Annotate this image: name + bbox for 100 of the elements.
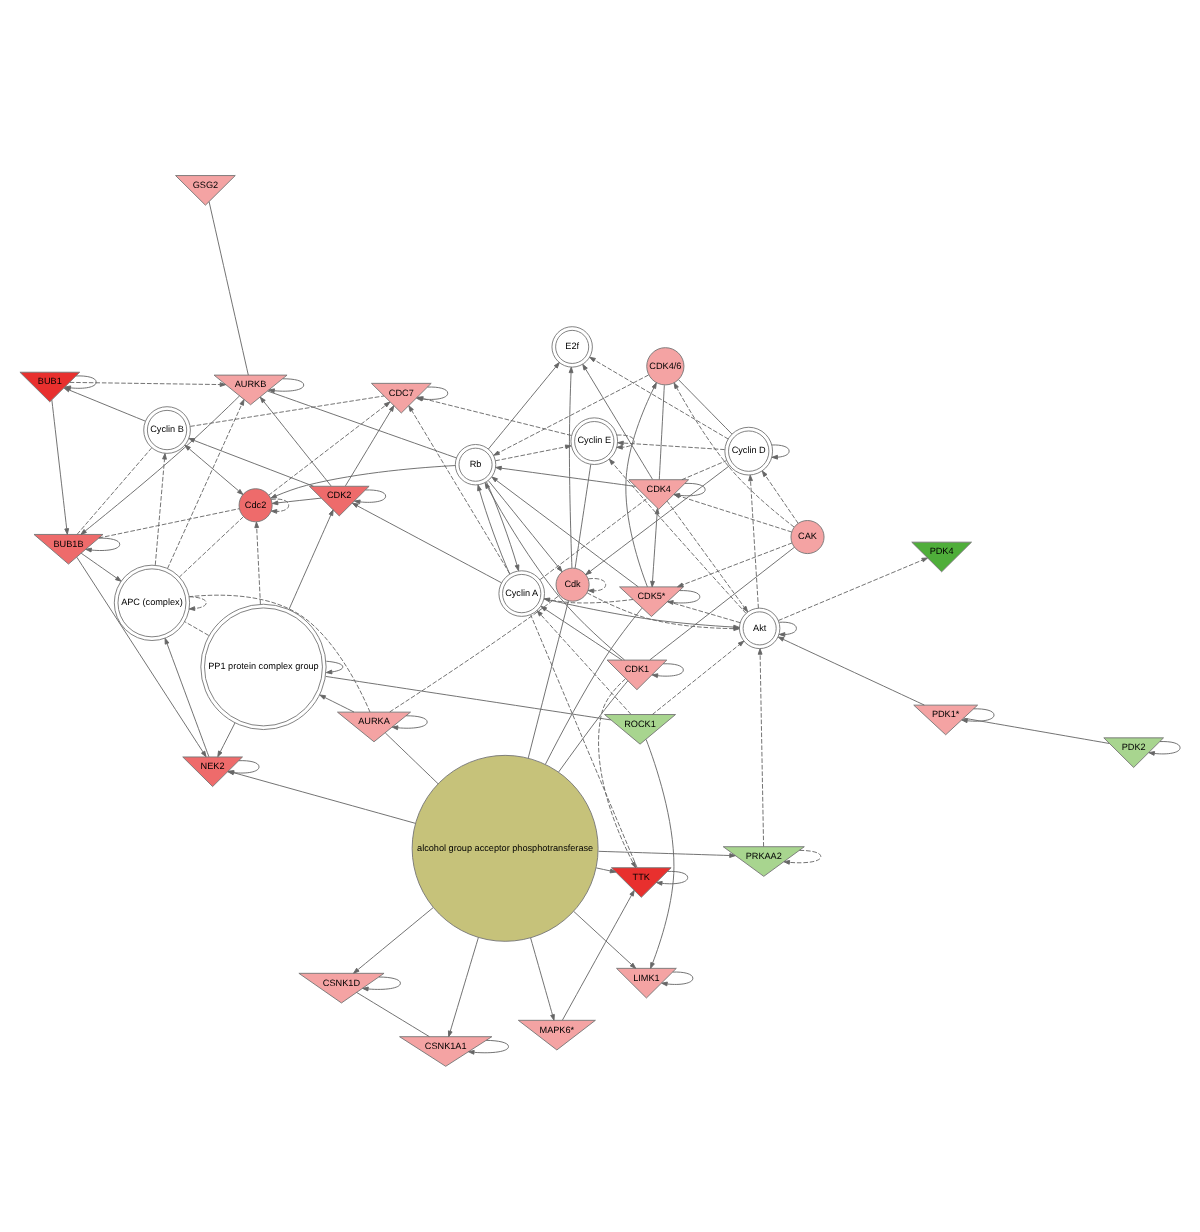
arrow [617, 440, 726, 451]
arrow [1148, 741, 1181, 756]
connector [963, 717, 1110, 744]
arrow [582, 363, 653, 480]
arrow [667, 590, 701, 605]
arrow [227, 770, 416, 824]
arrow [540, 605, 623, 661]
arrow [598, 678, 637, 869]
arrow [616, 434, 635, 450]
arrow [961, 708, 995, 724]
arrow [536, 610, 632, 715]
arrow [495, 465, 636, 487]
arrow [80, 552, 122, 582]
arrow [270, 465, 456, 499]
arrow [227, 760, 260, 775]
arrow [270, 498, 290, 514]
connector [356, 991, 430, 1038]
arrow [778, 621, 797, 637]
arrow [268, 401, 391, 496]
arrow [650, 507, 660, 588]
connector [558, 680, 629, 773]
arrow [351, 502, 502, 584]
connector [678, 379, 733, 435]
arrow [666, 500, 749, 613]
arrow [362, 976, 401, 992]
arrow [353, 907, 434, 974]
connector [658, 384, 665, 480]
arrow [494, 444, 572, 462]
arrow [488, 480, 563, 573]
connector [649, 546, 795, 661]
connector [178, 516, 244, 578]
arrow [188, 596, 207, 611]
arrow [757, 648, 765, 847]
connector [667, 601, 741, 624]
arrow [477, 484, 511, 575]
arrow [76, 556, 207, 758]
connector [574, 464, 592, 569]
arrow [656, 870, 689, 886]
arrow [271, 497, 322, 506]
connector [539, 497, 648, 580]
arrow [493, 374, 649, 456]
arrow [585, 465, 730, 576]
arrow [573, 910, 637, 969]
connector [544, 607, 643, 765]
arrow [761, 470, 799, 524]
arrow [661, 971, 694, 987]
connector [681, 460, 727, 481]
connector [267, 390, 457, 459]
arrow [391, 715, 428, 731]
connector [384, 732, 439, 785]
arrow [777, 636, 925, 706]
arrow [154, 453, 167, 566]
arrow [408, 405, 511, 575]
arrow [259, 396, 332, 487]
connector [189, 395, 385, 427]
connector [530, 614, 638, 868]
arrow [651, 663, 684, 679]
arrow [589, 356, 729, 440]
arrow [484, 482, 625, 661]
arrow [645, 739, 675, 969]
connector [188, 594, 371, 713]
arrow [491, 476, 639, 588]
arrow [468, 1039, 509, 1055]
arrow [325, 660, 344, 675]
arrow [69, 381, 227, 387]
arrow [771, 444, 790, 460]
arrow [80, 395, 241, 535]
arrow [288, 509, 334, 610]
arrow [51, 399, 70, 535]
arrow [447, 937, 479, 1038]
arrow [164, 637, 210, 758]
arrow [598, 850, 736, 858]
arrow [783, 849, 822, 865]
arrow [354, 489, 387, 505]
arrow [677, 542, 793, 588]
arrow [595, 867, 617, 874]
arrow [748, 474, 759, 609]
arrow [217, 722, 236, 758]
connector [98, 508, 240, 539]
arrow [254, 521, 261, 605]
arrow [530, 937, 555, 1021]
arrow [319, 694, 355, 713]
connector [325, 675, 612, 721]
arrow [167, 399, 245, 569]
arrow [587, 578, 607, 594]
arrow [344, 405, 395, 487]
arrow [608, 458, 747, 614]
arrow [486, 481, 520, 572]
arrow [568, 366, 574, 569]
arrow [268, 378, 305, 394]
connector [527, 600, 569, 759]
connector [76, 447, 152, 535]
connector [184, 621, 210, 636]
arrow [778, 557, 929, 621]
arrow [85, 537, 121, 553]
arrow [651, 640, 745, 715]
connector [208, 201, 249, 376]
arrow [625, 382, 657, 588]
arrow [561, 889, 635, 1021]
arrow [184, 444, 244, 495]
